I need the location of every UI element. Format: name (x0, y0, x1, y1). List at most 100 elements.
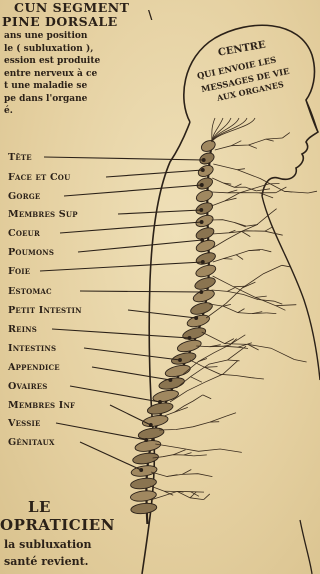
vertebra (198, 151, 216, 166)
label-genitaux: Génitaux (8, 437, 55, 448)
footer-line-2: OPRATICIEN (0, 516, 115, 534)
pointer-line (80, 291, 201, 292)
pointer-tip (201, 261, 204, 264)
label-membres-sup: Membres Sup (8, 209, 78, 220)
vertebra (195, 226, 216, 242)
pointer-line (60, 222, 202, 233)
nerve-twig (282, 133, 289, 138)
pointer-tip (149, 424, 152, 427)
label-tete: Tête (8, 152, 32, 163)
pointer-line (128, 310, 196, 318)
intro-line: entre nerveux à ce (4, 68, 100, 81)
vertebra (186, 313, 211, 329)
pointer-line (56, 423, 146, 440)
pointer-line (70, 386, 160, 402)
nerve-branch (155, 444, 242, 452)
pointer-tip (201, 169, 204, 172)
pointer-tip (202, 159, 205, 162)
vertebra (170, 351, 197, 367)
pointer-line (78, 240, 202, 252)
nerve-twig (265, 227, 272, 231)
label-membres-inf: Membres Inf (8, 400, 75, 411)
pointer-tip (195, 317, 198, 320)
pointer-tip (200, 209, 203, 212)
vertebra (130, 489, 157, 502)
footer-line-1: LE (28, 498, 51, 516)
pointer-line (40, 262, 203, 271)
body-front-outline (262, 196, 320, 380)
vertebra (195, 176, 214, 192)
footer-line-3: la subluxation (4, 538, 91, 551)
label-estomac: Estomac (8, 286, 52, 297)
nerve-branch (213, 164, 308, 193)
nerve-twig (282, 265, 290, 267)
label-ovaires: Ovaires (8, 381, 48, 392)
pointer-line (64, 185, 202, 196)
vertebra (197, 163, 215, 178)
label-vessie: Vessie (8, 418, 41, 429)
pointer-tip (200, 184, 203, 187)
vertebra (194, 201, 214, 217)
nerve-branches (150, 118, 317, 500)
nerve-twig (267, 313, 277, 314)
vertebra (200, 138, 217, 153)
label-appendice: Appendice (8, 362, 60, 373)
brain-caption: CENTRE QUI ENVOIE LES MESSAGES DE VIE AU… (196, 39, 290, 103)
nerve-twig (236, 255, 243, 260)
nerve-twig (194, 455, 207, 456)
vertebra (189, 301, 213, 317)
pointer-tip (200, 221, 203, 224)
nerve-twig (203, 395, 212, 399)
nerve-twig (238, 309, 245, 313)
pointer-tip (169, 379, 172, 382)
nerve-twig (242, 231, 251, 236)
pointer-line (52, 329, 190, 338)
intro-line: t une maladie se (4, 80, 100, 93)
nerve-twig (227, 288, 234, 292)
vertebra (194, 213, 214, 229)
pointer-tip (145, 439, 148, 442)
nerve-twig (308, 191, 317, 193)
nerve-branch (215, 138, 283, 150)
pointer-tip (188, 337, 191, 340)
pointer-line (44, 157, 204, 160)
intro-line: le ( subluxation ), (4, 43, 100, 56)
nerve-twig (237, 169, 245, 170)
nerve-twig (270, 209, 277, 214)
nerve-twig (223, 259, 232, 260)
footer-line-4: santé revient. (4, 555, 89, 568)
vertebra (195, 188, 214, 204)
nerve-branch (212, 178, 256, 191)
nerve-twig (204, 494, 210, 500)
nerve-branch (212, 220, 259, 226)
pointer-line (110, 405, 151, 425)
nerve-twig (227, 413, 236, 416)
pointer-line (118, 210, 201, 214)
nerve-twig (256, 296, 267, 297)
pointer-tip (159, 401, 162, 404)
label-intestins: Intestins (8, 343, 56, 354)
vertebra (130, 502, 157, 515)
pointer-line (92, 367, 170, 380)
nerve-twig (276, 306, 286, 311)
nerve-twig (249, 145, 257, 148)
nerve-twig (261, 249, 271, 251)
nerve-twig (173, 450, 185, 455)
label-coeur: Coeur (8, 228, 40, 239)
intro-line: é. (4, 105, 100, 118)
intro-line: ession est produite (4, 55, 100, 68)
nerve-twig (231, 141, 241, 146)
pointer-tip (201, 239, 204, 242)
brain-line-1: CENTRE (217, 39, 267, 58)
intro-paragraph: ans une position le ( subluxation ), ess… (4, 30, 100, 118)
pointer-tip (179, 359, 182, 362)
vertebra (195, 251, 217, 267)
intro-line: pe dans l'organe (4, 93, 100, 106)
label-foie: Foie (8, 266, 30, 277)
nerve-twig (184, 453, 192, 455)
nerve-twig (251, 378, 264, 379)
intro-line: ans une position (4, 30, 100, 43)
brain-nerve (212, 118, 255, 142)
nerve-twig (294, 360, 306, 363)
pointer-line (80, 442, 141, 470)
